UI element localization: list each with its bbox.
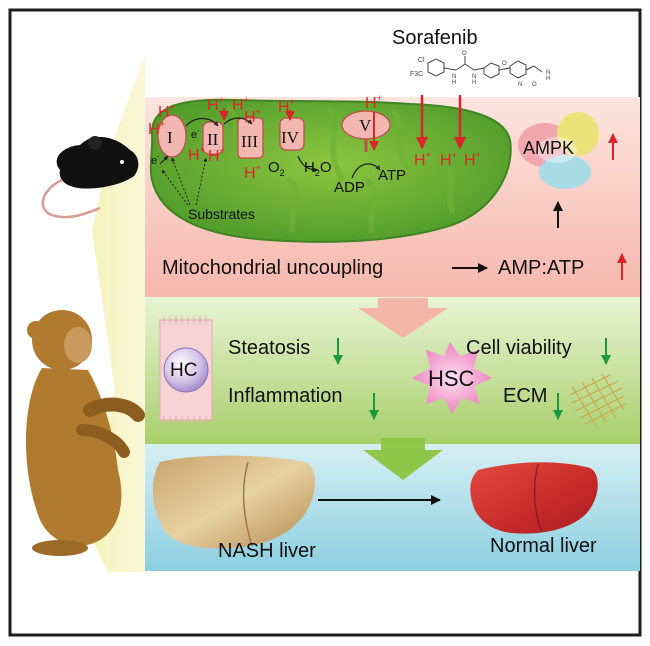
structure-n4: N: [546, 70, 550, 76]
hepatocyte-label: HC: [170, 360, 198, 381]
electron-flow: [159, 117, 381, 179]
sorafenib-structure: [427, 56, 543, 79]
structure-h2: H: [472, 80, 476, 86]
structure-o: O: [462, 51, 467, 57]
nash-liver: [152, 455, 316, 549]
respiratory-complexes: [157, 110, 391, 159]
complex-IV-label: IV: [281, 128, 300, 147]
structure-n2: N: [472, 74, 476, 80]
proton: H+: [244, 163, 261, 182]
oxygen-label: O2: [268, 159, 285, 178]
complex-I-label: I: [167, 128, 173, 147]
complex-V-label: V: [359, 116, 372, 135]
proton: H+: [244, 107, 261, 126]
complex-I: [157, 114, 187, 158]
ratio-label: AMP:ATP: [498, 257, 585, 279]
monkey-illustration: [25, 310, 145, 556]
ampk-label: AMPK: [523, 138, 575, 158]
proton-arrows: [219, 108, 379, 151]
proton: H+: [365, 93, 382, 112]
light-beam: [82, 55, 145, 572]
structure-cf3: F3C: [410, 71, 423, 78]
adp-label: ADP: [334, 179, 365, 196]
cell-viability-label: Cell viability: [466, 337, 572, 359]
complex-II-label: II: [207, 130, 219, 149]
structure-n3: N: [518, 82, 522, 88]
water-label: H2O: [304, 159, 332, 178]
steatosis-label: Steatosis: [228, 337, 311, 359]
atp-label: ATP: [378, 167, 406, 184]
mouse-illustration: [41, 136, 139, 219]
proton: H+: [148, 119, 165, 138]
proton: H+: [207, 95, 224, 114]
proton: H+: [464, 150, 481, 169]
proton: H+: [158, 102, 175, 121]
inflammation-label: Inflammation: [228, 385, 343, 407]
pink-down-arrow: [358, 298, 448, 338]
uncoupling-label: Mitochondrial uncoupling: [162, 257, 384, 279]
drug-name: Sorafenib: [392, 27, 478, 49]
electron-label: e-: [151, 154, 160, 167]
substrates-label: Substrates: [188, 206, 255, 222]
electron-label: e-: [191, 128, 200, 141]
stellate-cell: [412, 342, 492, 414]
ecm-mesh: [569, 373, 626, 427]
nash-liver-label: NASH liver: [218, 540, 316, 562]
normal-liver: [470, 462, 598, 534]
complex-III-label: III: [241, 132, 258, 151]
green-down-arrow: [363, 438, 443, 480]
proton: H+: [188, 145, 205, 164]
structure-n1: N: [452, 74, 456, 80]
proton: H+: [278, 97, 295, 116]
ampk-complex: [518, 112, 599, 189]
structure-h4: H: [546, 76, 550, 82]
proton: H+: [440, 150, 457, 169]
structure-h1: H: [452, 80, 456, 86]
ecm-label: ECM: [503, 385, 548, 407]
structure-o2: O: [502, 61, 507, 67]
proton: H+: [232, 95, 249, 114]
proton: H+: [414, 150, 431, 169]
stellate-label: HSC: [428, 366, 475, 391]
proton: H+: [208, 146, 225, 165]
hepatocyte-cell: [159, 316, 213, 424]
structure-cl: Cl: [418, 57, 425, 64]
sorafenib-arrows: [415, 95, 467, 150]
normal-liver-label: Normal liver: [490, 535, 597, 557]
complex-III: [237, 117, 264, 159]
protons: H+ H+ H+ H+ H+ H+ H+ H+ H+ H+ H+ H+ H+: [148, 93, 481, 182]
structure-o3: O: [532, 82, 537, 88]
substrate-arrows: [161, 157, 208, 206]
